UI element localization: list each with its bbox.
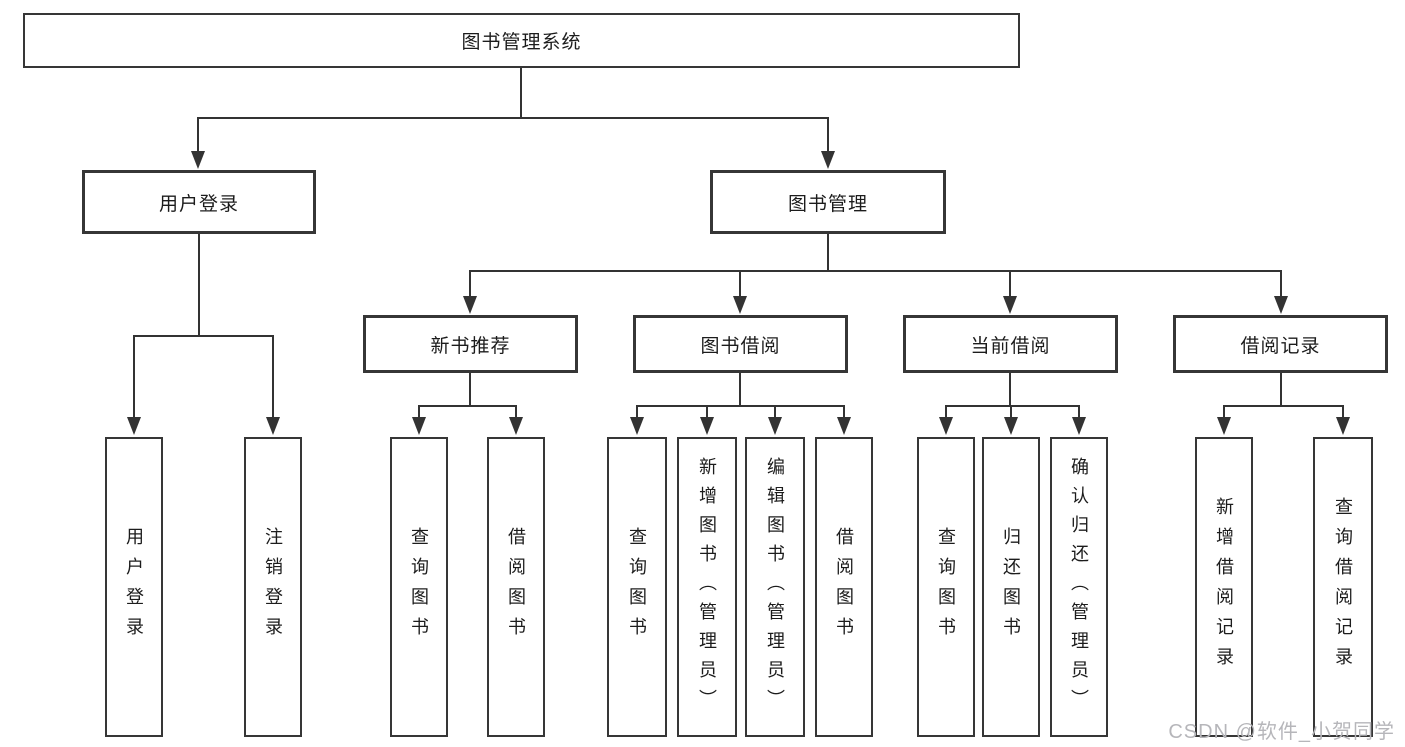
arrowhead-level2 <box>733 296 747 314</box>
node-borrow-record: 借阅记录 <box>1173 315 1388 373</box>
leaf-logout: 注销登录 <box>244 437 302 737</box>
arrowhead-user-login <box>191 151 205 169</box>
connector-borrow-split <box>636 405 845 418</box>
node-user-login: 用户登录 <box>82 170 316 234</box>
leaf-borrow-books: 借阅图书 <box>815 437 873 737</box>
arrowhead-leaf <box>412 417 426 435</box>
leaf-confirm-return-admin: 确认归还（管理员） <box>1050 437 1108 737</box>
arrowhead-leaf <box>1217 417 1231 435</box>
arrowhead-leaf <box>509 417 523 435</box>
arrowhead-leaf <box>768 417 782 435</box>
connector-root-split <box>197 117 829 152</box>
leaf-query-books: 查询图书 <box>917 437 975 737</box>
node-book-borrow: 图书借阅 <box>633 315 848 373</box>
connector-recommend-split <box>418 405 517 418</box>
arrowhead-leaf <box>939 417 953 435</box>
leaf-query-books: 查询图书 <box>607 437 667 737</box>
arrowhead-book-management <box>821 151 835 169</box>
connector-mgmt-split <box>469 270 1282 297</box>
arrowhead-leaf <box>127 417 141 435</box>
arrowhead-leaf <box>700 417 714 435</box>
arrowhead-leaf <box>1072 417 1086 435</box>
node-current-borrow: 当前借阅 <box>903 315 1118 373</box>
leaf-query-borrow-record: 查询借阅记录 <box>1313 437 1373 737</box>
connector-user-split <box>133 335 274 418</box>
arrowhead-level2 <box>1274 296 1288 314</box>
node-root-library-system: 图书管理系统 <box>23 13 1020 68</box>
leaf-borrow-books: 借阅图书 <box>487 437 545 737</box>
leaf-add-books-admin: 新增图书（管理员） <box>677 437 737 737</box>
arrowhead-level2 <box>1003 296 1017 314</box>
csdn-watermark: CSDN @软件_小贺同学 <box>1168 721 1395 743</box>
leaf-query-books: 查询图书 <box>390 437 448 737</box>
leaf-edit-books-admin: 编辑图书（管理员） <box>745 437 805 737</box>
leaf-return-books: 归还图书 <box>982 437 1040 737</box>
arrowhead-leaf <box>1336 417 1350 435</box>
node-new-book-recommend: 新书推荐 <box>363 315 578 373</box>
connector-current-split <box>945 405 1080 418</box>
node-book-management: 图书管理 <box>710 170 946 234</box>
arrowhead-leaf <box>630 417 644 435</box>
connector-record-split <box>1223 405 1344 418</box>
arrowhead-leaf <box>266 417 280 435</box>
arrowhead-level2 <box>463 296 477 314</box>
leaf-user-login: 用户登录 <box>105 437 163 737</box>
arrowhead-leaf <box>837 417 851 435</box>
arrowhead-leaf <box>1004 417 1018 435</box>
leaf-add-borrow-record: 新增借阅记录 <box>1195 437 1253 737</box>
